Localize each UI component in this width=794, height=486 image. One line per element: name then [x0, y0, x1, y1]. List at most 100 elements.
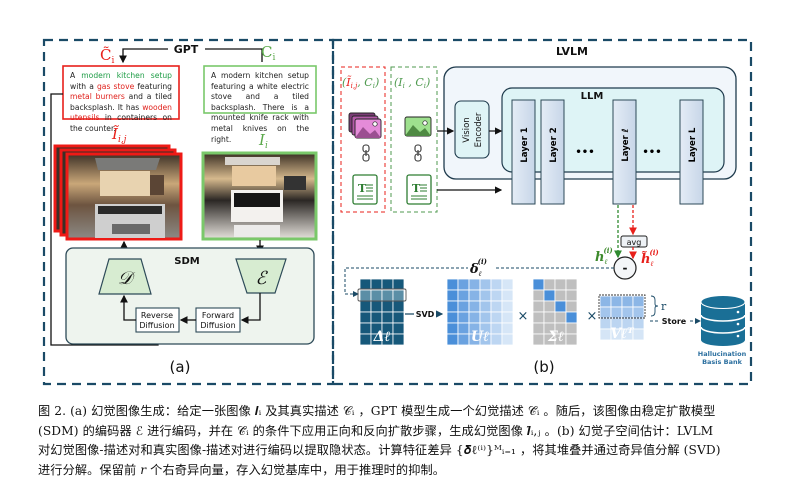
gpt-label: GPT	[174, 43, 199, 56]
sigma-matrix-cell	[532, 322, 545, 335]
u-matrix-cell	[479, 289, 492, 302]
sigma-matrix-cell	[565, 322, 578, 335]
sigma-matrix-cell	[554, 311, 567, 324]
v-matrix-label: Vℓᵀ	[610, 326, 635, 342]
sigma-matrix-cell	[554, 289, 567, 302]
caption-segment-red: metal burners	[70, 92, 125, 102]
svd-label: SVD	[416, 310, 435, 319]
delta-matrix-cell	[392, 278, 405, 291]
u-matrix-cell	[501, 311, 514, 324]
hallucinated-pair-group	[340, 66, 386, 213]
u-matrix-cell	[468, 289, 481, 302]
delta-matrix-cell	[381, 278, 394, 291]
delta-matrix-cell	[392, 311, 405, 324]
layer-ellipsis: •••	[575, 147, 594, 158]
image-stack-icon	[348, 112, 382, 139]
u-matrix-cell	[490, 322, 503, 335]
sigma-matrix-cell	[565, 311, 578, 324]
sigma-matrix-cell	[532, 333, 545, 346]
text-document-icon: T	[406, 174, 432, 205]
hallucinated-hidden-state-label: h̃ℓ(i)	[641, 248, 659, 268]
delta-row-highlight	[357, 288, 407, 302]
delta-label: δℓ(i)	[469, 257, 487, 278]
u-matrix-cell	[468, 311, 481, 324]
u-matrix-cell	[446, 300, 459, 313]
caption-segment-plain: with a	[70, 81, 97, 91]
u-matrix-cell	[468, 300, 481, 313]
sigma-matrix-cell	[565, 333, 578, 346]
lvlm-title: LVLM	[556, 45, 588, 58]
caption-segment-green: modern kitchen setup	[81, 71, 172, 80]
gpt-to-hallucinated-arrow	[119, 48, 168, 64]
layer-label: Layer 1	[520, 127, 530, 162]
delta-matrix-cell	[370, 300, 383, 313]
store-label: Store	[662, 317, 687, 326]
u-matrix-cell	[501, 322, 514, 335]
u-matrix-cell	[446, 278, 459, 291]
link-icon	[414, 144, 422, 162]
sigma-matrix-cell	[532, 278, 545, 291]
true-caption-text: A modern kitchen setup featuring a white…	[205, 67, 315, 144]
sigma-matrix-cell	[543, 278, 556, 291]
bank-label-2: Basis Bank	[702, 358, 743, 366]
caption-segment-red: wooden utensils	[70, 102, 172, 123]
avg-box	[620, 235, 648, 248]
u-matrix-cell	[479, 311, 492, 324]
database-icon	[700, 295, 746, 346]
panel-b-label: (b)	[533, 358, 554, 376]
layer-ellipsis: •••	[642, 147, 661, 158]
top-r-selection	[598, 294, 646, 319]
layer-label: Layer L	[688, 127, 698, 162]
caption-line: 进行分解。保留前 𝑟 个右奇异向量，存入幻觉基库中，用于推理时的抑制。	[38, 462, 446, 477]
c-label: Ci	[261, 43, 275, 63]
minus-label: -	[623, 261, 628, 275]
svg-text:T: T	[358, 182, 367, 195]
u-matrix-cell	[501, 333, 514, 346]
delta-matrix-cell	[359, 333, 372, 346]
layer-block	[540, 99, 565, 205]
encoder-block	[235, 258, 287, 294]
delta-matrix-label: Δℓ	[373, 329, 391, 345]
true-pair-group	[390, 66, 438, 213]
caption-segment-red: gas stove	[96, 81, 135, 91]
delta-matrix-cell	[359, 311, 372, 324]
caption-segment-plain: A	[70, 71, 82, 80]
r-label: r	[661, 300, 667, 313]
sigma-matrix-cell	[543, 289, 556, 302]
u-matrix-cell	[490, 278, 503, 291]
u-matrix-cell	[457, 300, 470, 313]
reverse-diffusion-box	[135, 307, 180, 333]
svg-text:T: T	[412, 182, 421, 195]
caption-segment-plain: and a tiled backsplash. It has	[70, 92, 172, 112]
u-matrix-cell	[457, 311, 470, 324]
figure-diagram: GPT C̃i Ci Ĩi,j Ii SDM	[42, 38, 753, 386]
sigma-matrix-cell	[532, 289, 545, 302]
layer-block	[511, 99, 536, 205]
true-pair-label: (Ii , Ci)	[394, 76, 430, 90]
hallucinated-image-label: Ĩi,j	[111, 125, 127, 145]
delta-matrix-cell	[381, 300, 394, 313]
sigma-matrix-cell	[554, 300, 567, 313]
u-matrix-cell	[446, 322, 459, 335]
reverse-diffusion-label-2: Diffusion	[139, 321, 174, 330]
caption-line: 对幻觉图像-描述对和真实图像-描述对进行编码以提取隐状态。计算特征差异 {𝜹ℓ⁽…	[38, 443, 721, 457]
v-matrix-cell	[621, 306, 634, 319]
reverse-to-decoder-arrow	[120, 294, 136, 321]
forward-diffusion-label-1: Forward	[202, 311, 234, 320]
true-hidden-state-label: hℓ(i)	[595, 246, 613, 266]
u-matrix-cell	[501, 289, 514, 302]
v-matrix-cell	[632, 328, 645, 341]
hallucinated-image-stack	[53, 144, 183, 241]
sigma-matrix-cell	[565, 289, 578, 302]
encoder-to-forward-arrow	[240, 293, 261, 324]
llm-title: LLM	[581, 91, 604, 102]
v-matrix-cell	[599, 295, 612, 308]
hallucinated-pair-label: (Ĩi,j, Ci)	[342, 75, 379, 90]
u-matrix-cell	[446, 311, 459, 324]
u-matrix-cell	[490, 311, 503, 324]
vision-encoder-box	[454, 100, 490, 159]
caption-line: 图 2. (a) 幻觉图像生成：给定一张图像 𝑰ᵢ 及其真实描述 𝒞ᵢ ，GPT…	[38, 404, 716, 418]
panel-b-frame	[331, 38, 753, 386]
delta-matrix-cell	[370, 311, 383, 324]
